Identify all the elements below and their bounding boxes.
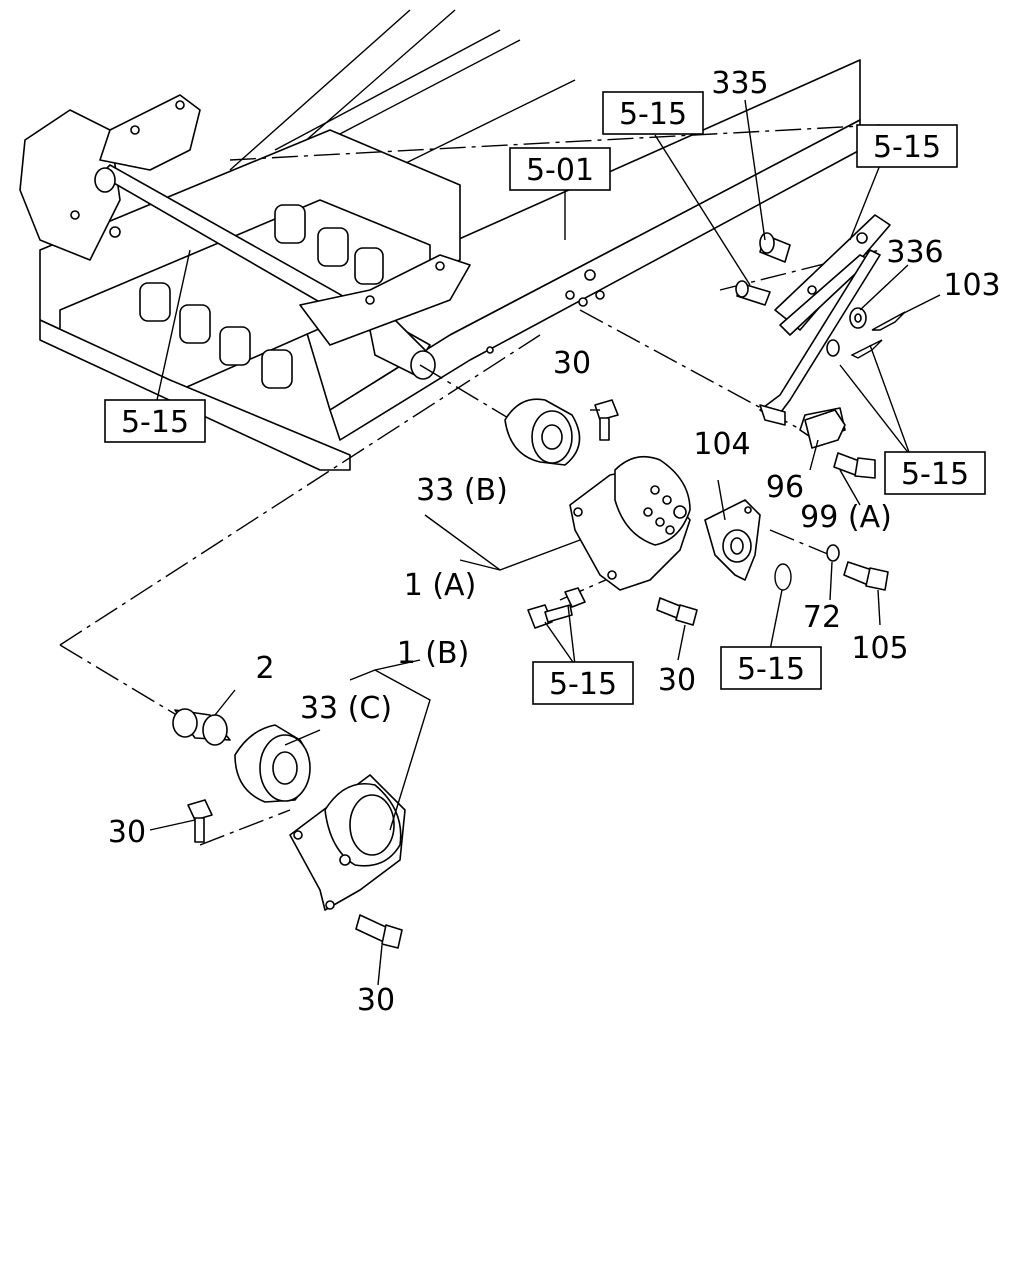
bolt-30-top <box>594 399 619 441</box>
ref-box-label: 5-15 <box>737 652 805 687</box>
ref-box-label: 5-01 <box>526 153 594 188</box>
leader-lines <box>149 99 941 986</box>
pin-335 <box>735 232 791 306</box>
label-1b[interactable]: 1 (B) <box>397 636 470 671</box>
label-30-bottom[interactable]: 30 <box>357 983 395 1018</box>
ref-box-label: 5-15 <box>901 457 969 492</box>
plate-104 <box>704 499 761 581</box>
label-105[interactable]: 105 <box>851 631 908 666</box>
bolt-105 <box>843 561 889 591</box>
ref-box-label: 5-15 <box>873 130 941 165</box>
bolt-30-bottom <box>355 914 403 949</box>
label-96[interactable]: 96 <box>766 470 804 505</box>
label-2[interactable]: 2 <box>255 651 274 686</box>
part-labels: 335 336 103 30 104 96 99 (A) 33 (B) 1 (A… <box>108 66 1001 1018</box>
ref-box-5-15-bolt-nut[interactable]: 5-15 <box>532 661 634 705</box>
label-33b[interactable]: 33 (B) <box>416 473 508 508</box>
sleeve-2 <box>172 708 231 746</box>
label-99a[interactable]: 99 (A) <box>800 500 892 535</box>
bolt-30-left <box>187 799 213 843</box>
bolt-30-mid <box>656 597 698 626</box>
ref-box-5-15-snap-ring[interactable]: 5-15 <box>720 646 822 690</box>
label-335[interactable]: 335 <box>711 66 768 101</box>
ref-box-5-15-pin[interactable]: 5-15 <box>602 91 704 135</box>
snap-ring <box>774 563 792 591</box>
ref-box-label: 5-15 <box>121 405 189 440</box>
ref-box-5-15-clip[interactable]: 5-15 <box>884 451 986 495</box>
pin-96 <box>804 409 846 449</box>
bolt-nut-pair <box>527 587 586 629</box>
label-336[interactable]: 336 <box>886 235 943 270</box>
bushing-33b <box>504 398 581 466</box>
washer-72 <box>826 544 840 562</box>
ref-box-5-15-bracket[interactable]: 5-15 <box>856 124 958 168</box>
label-72[interactable]: 72 <box>803 600 841 635</box>
label-30-top[interactable]: 30 <box>553 346 591 381</box>
bracket-1a <box>569 455 691 591</box>
washer-336 <box>826 307 867 357</box>
bolt-99a <box>833 452 876 479</box>
ref-box-label: 5-15 <box>549 667 617 702</box>
ref-box-5-01[interactable]: 5-01 <box>509 147 611 191</box>
bracket-1b <box>289 774 406 911</box>
chassis-frame <box>19 9 861 471</box>
ref-box-label: 5-15 <box>619 97 687 132</box>
label-33c[interactable]: 33 (C) <box>300 691 392 726</box>
ref-box-5-15-crossmember[interactable]: 5-15 <box>104 399 206 443</box>
bushing-33c <box>234 724 311 803</box>
label-103[interactable]: 103 <box>943 268 1000 303</box>
label-30-mid[interactable]: 30 <box>658 663 696 698</box>
label-104[interactable]: 104 <box>693 427 750 462</box>
label-1a[interactable]: 1 (A) <box>404 568 477 603</box>
label-30-left[interactable]: 30 <box>108 815 146 850</box>
